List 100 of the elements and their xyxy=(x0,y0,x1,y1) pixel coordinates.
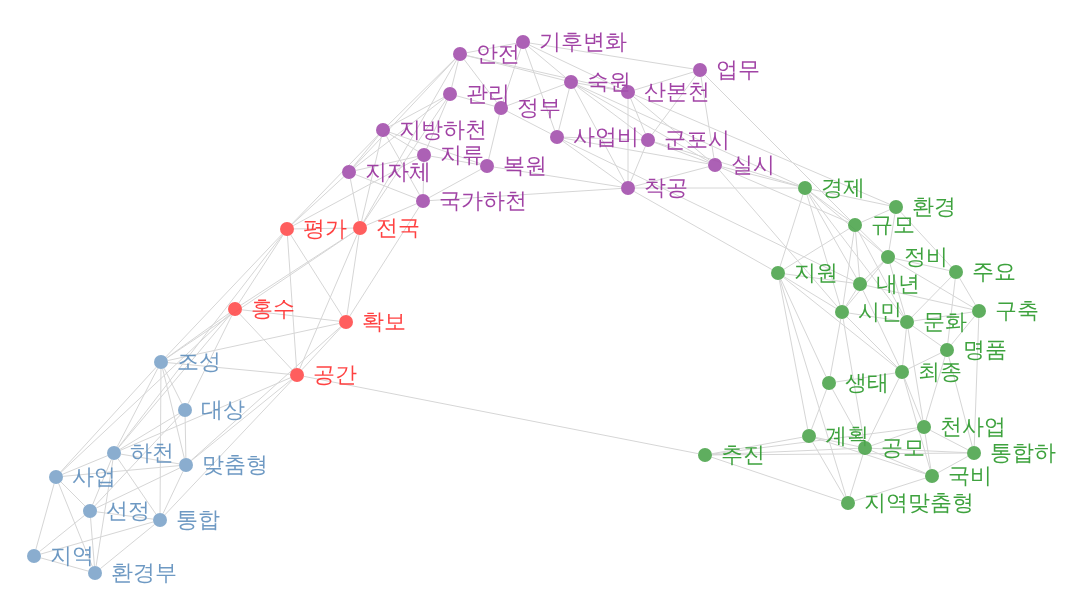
link-line xyxy=(700,76,715,159)
link-line xyxy=(287,235,297,369)
link-line xyxy=(190,378,293,462)
link-line xyxy=(630,145,646,183)
node-label: 전국 xyxy=(376,215,420,241)
node-label: 최종 xyxy=(918,359,962,385)
link-line xyxy=(241,309,340,322)
link-line xyxy=(889,263,906,316)
link-line xyxy=(911,276,952,318)
node-label: 사업 xyxy=(72,464,116,490)
link-line xyxy=(704,74,851,221)
link-line xyxy=(40,521,154,555)
node-label: 업무 xyxy=(716,57,760,83)
link-line xyxy=(164,379,293,516)
link-line xyxy=(907,352,942,370)
node-label: 국가하천 xyxy=(439,188,527,214)
link-line xyxy=(363,99,447,223)
node-label: 정부 xyxy=(517,95,561,121)
link-line xyxy=(96,511,154,520)
link-line xyxy=(862,289,900,367)
node-label: 지역맞춤형 xyxy=(864,490,974,516)
node-label: 실시 xyxy=(731,152,775,178)
link-line xyxy=(529,42,694,70)
link-line xyxy=(912,325,942,347)
link-line xyxy=(842,318,865,442)
link-line xyxy=(783,228,850,270)
link-line xyxy=(809,192,884,254)
node-label: 지원 xyxy=(794,260,838,286)
node-label: 홍수 xyxy=(251,296,295,322)
link-line xyxy=(779,279,847,497)
link-line xyxy=(349,178,360,222)
node-label: 하천 xyxy=(130,440,174,466)
node-label: 지자체 xyxy=(365,159,431,185)
link-line xyxy=(428,168,482,199)
link-line xyxy=(527,46,567,78)
link-line xyxy=(929,429,969,451)
link-line xyxy=(913,311,973,322)
link-line xyxy=(117,458,157,515)
node-label: 통합 xyxy=(176,507,220,533)
link-line xyxy=(451,60,459,88)
node-label: 확보 xyxy=(362,309,406,335)
link-line xyxy=(426,99,448,150)
node-label: 안전 xyxy=(476,41,520,67)
node-label: 내년 xyxy=(876,271,920,297)
link-line xyxy=(292,157,419,227)
link-line xyxy=(349,206,420,317)
node-label: 국비 xyxy=(948,463,992,489)
link-line xyxy=(842,231,855,306)
node-label: 조성 xyxy=(177,349,221,375)
link-line xyxy=(947,278,956,344)
link-line xyxy=(94,414,181,507)
link-line xyxy=(120,453,180,465)
link-line xyxy=(165,233,283,358)
link-line xyxy=(871,428,918,447)
node-label: 경제 xyxy=(821,175,865,201)
link-line xyxy=(60,313,231,473)
link-line xyxy=(291,134,379,225)
link-line xyxy=(558,88,570,131)
link-line xyxy=(387,58,456,126)
link-line xyxy=(811,188,890,207)
node-label: 평가 xyxy=(303,216,347,242)
link-line xyxy=(35,483,55,550)
link-line xyxy=(301,326,342,371)
node-label: 지류 xyxy=(440,142,484,168)
link-line xyxy=(633,190,773,271)
link-line xyxy=(95,459,114,567)
link-line xyxy=(290,234,343,317)
link-line xyxy=(630,97,646,135)
link-line xyxy=(162,368,185,459)
node-label: 규모 xyxy=(871,212,915,238)
link-line xyxy=(528,44,623,90)
link-line xyxy=(784,273,854,284)
link-line xyxy=(502,48,522,102)
node-label: 정비 xyxy=(904,244,948,270)
link-line xyxy=(293,227,354,230)
link-line xyxy=(924,433,932,470)
link-line xyxy=(903,378,931,470)
node-label: 환경 xyxy=(912,194,956,219)
link-line xyxy=(163,367,183,405)
link-line xyxy=(870,450,927,474)
link-line xyxy=(902,328,907,366)
link-line xyxy=(167,362,291,375)
node-label: 명품 xyxy=(963,337,1007,363)
link-line xyxy=(466,55,565,81)
link-line xyxy=(831,388,863,443)
link-line xyxy=(857,230,905,317)
link-line xyxy=(808,193,904,317)
node-label: 공간 xyxy=(313,362,357,388)
link-line xyxy=(576,85,643,137)
link-line xyxy=(119,413,180,450)
link-line xyxy=(239,313,293,371)
link-line xyxy=(291,176,345,225)
link-line xyxy=(950,315,976,346)
link-line xyxy=(815,436,859,448)
link-line xyxy=(780,278,827,378)
link-line xyxy=(299,233,358,370)
link-line xyxy=(893,260,974,308)
node-label: 문화 xyxy=(923,309,967,335)
link-line xyxy=(711,427,918,455)
node-label: 숙원 xyxy=(587,69,631,95)
